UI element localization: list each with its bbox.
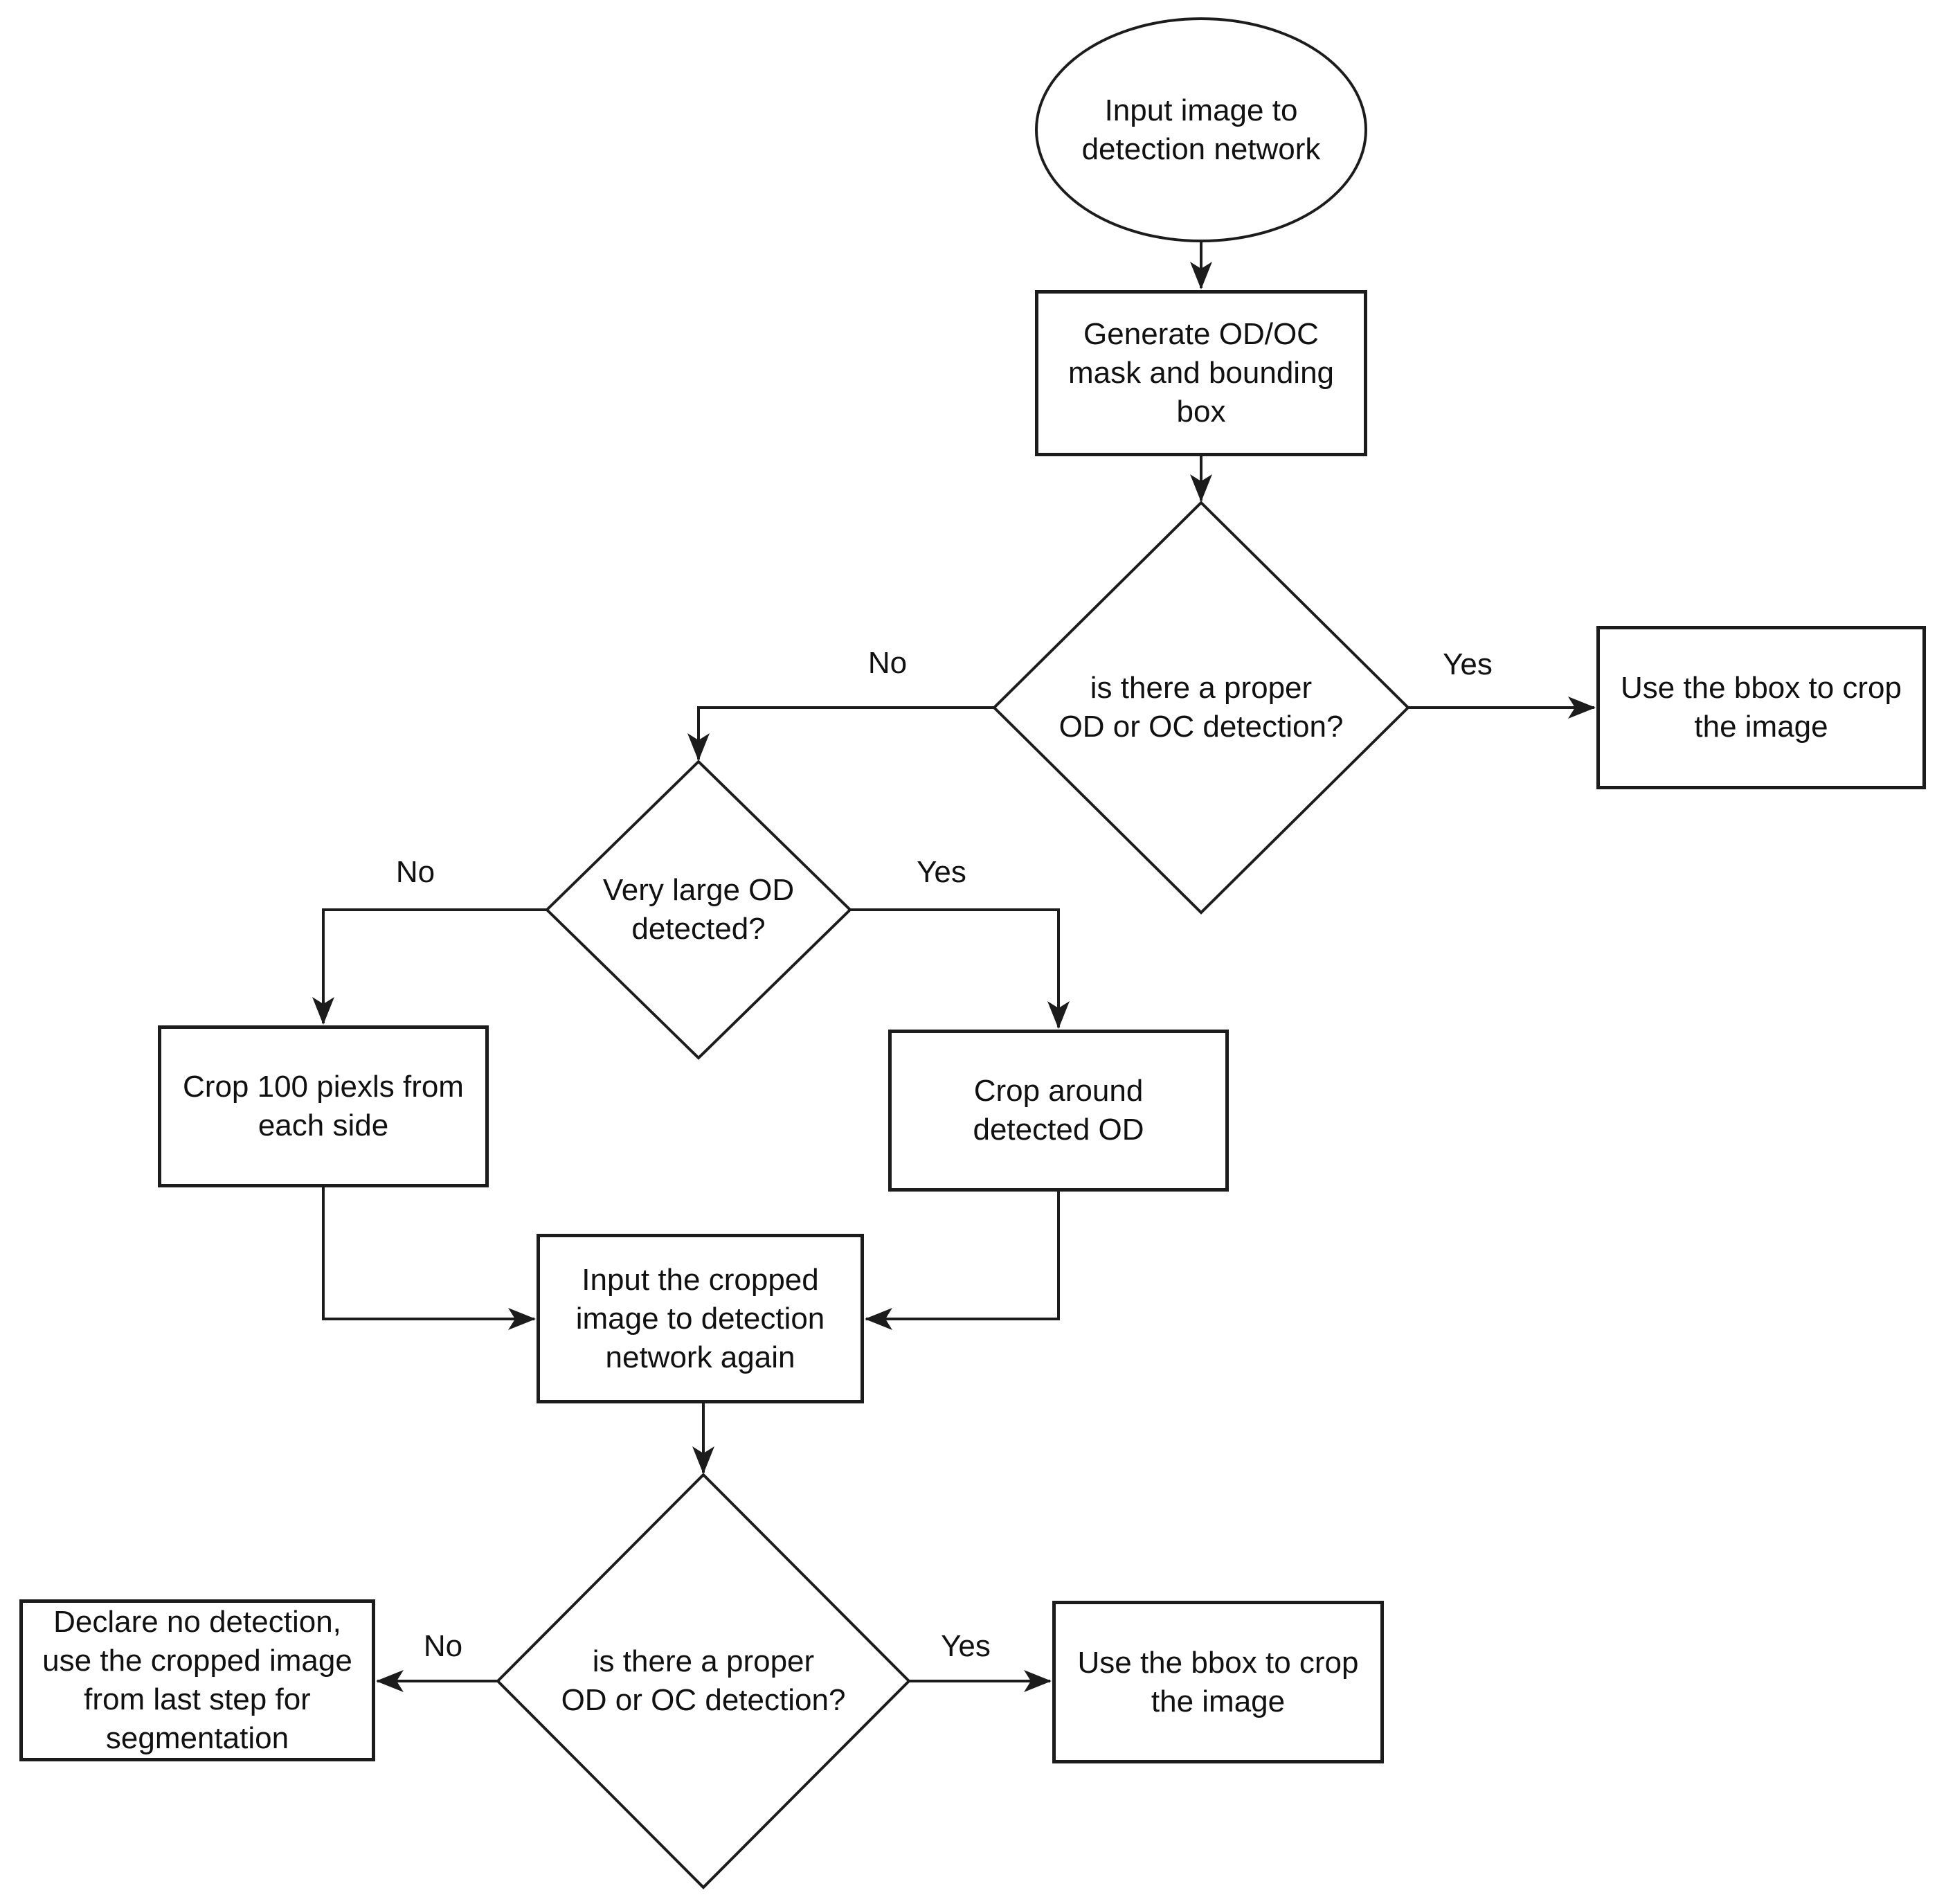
node-declare-no-detection-label: Declare no detection, use the cropped im… — [42, 1605, 352, 1755]
decision2-diamond-shape — [496, 1473, 911, 1889]
node-use-bbox-crop-top: Use the bbox to crop the image — [1596, 626, 1926, 789]
very-large-od-diamond-shape — [545, 760, 852, 1060]
node-start-label: Input image to detection network — [1081, 93, 1321, 166]
node-use-bbox-crop-bottom-label: Use the bbox to crop the image — [1077, 1645, 1359, 1718]
node-crop-around-od: Crop around detected OD — [888, 1030, 1229, 1192]
node-use-bbox-crop-top-label: Use the bbox to crop the image — [1620, 671, 1902, 744]
node-crop-100-pixels-label: Crop 100 piexls from each side — [183, 1070, 464, 1142]
node-crop-100-pixels: Crop 100 piexls from each side — [158, 1025, 489, 1187]
edge-label-verylarge-no: No — [391, 856, 440, 889]
edge-label-verylarge-yes: Yes — [912, 856, 971, 889]
node-crop-around-od-label: Crop around detected OD — [973, 1074, 1144, 1147]
node-start: Input image to detection network — [1035, 17, 1367, 242]
edge-crop100-to-input — [322, 1187, 536, 1330]
edge-verylarge-yes — [850, 908, 1070, 1029]
edge-verylarge-no — [312, 908, 547, 1025]
edge-label-decision1-yes: Yes — [1439, 648, 1497, 681]
edge-croparound-to-input — [865, 1192, 1060, 1330]
node-input-cropped-again-label: Input the cropped image to detection net… — [575, 1262, 825, 1374]
node-generate-mask-label: Generate OD/OC mask and bounding box — [1067, 317, 1335, 429]
node-use-bbox-crop-bottom: Use the bbox to crop the image — [1052, 1601, 1384, 1763]
edge-decision1-no — [687, 706, 994, 761]
edge-label-decision1-no: No — [863, 647, 912, 680]
node-generate-mask: Generate OD/OC mask and bounding box — [1035, 290, 1367, 456]
decision1-diamond-shape — [992, 501, 1410, 915]
edge-label-decision2-no: No — [419, 1630, 467, 1663]
edge-label-decision2-yes: Yes — [937, 1630, 995, 1663]
node-declare-no-detection: Declare no detection, use the cropped im… — [19, 1599, 375, 1761]
node-input-cropped-again: Input the cropped image to detection net… — [537, 1234, 864, 1403]
